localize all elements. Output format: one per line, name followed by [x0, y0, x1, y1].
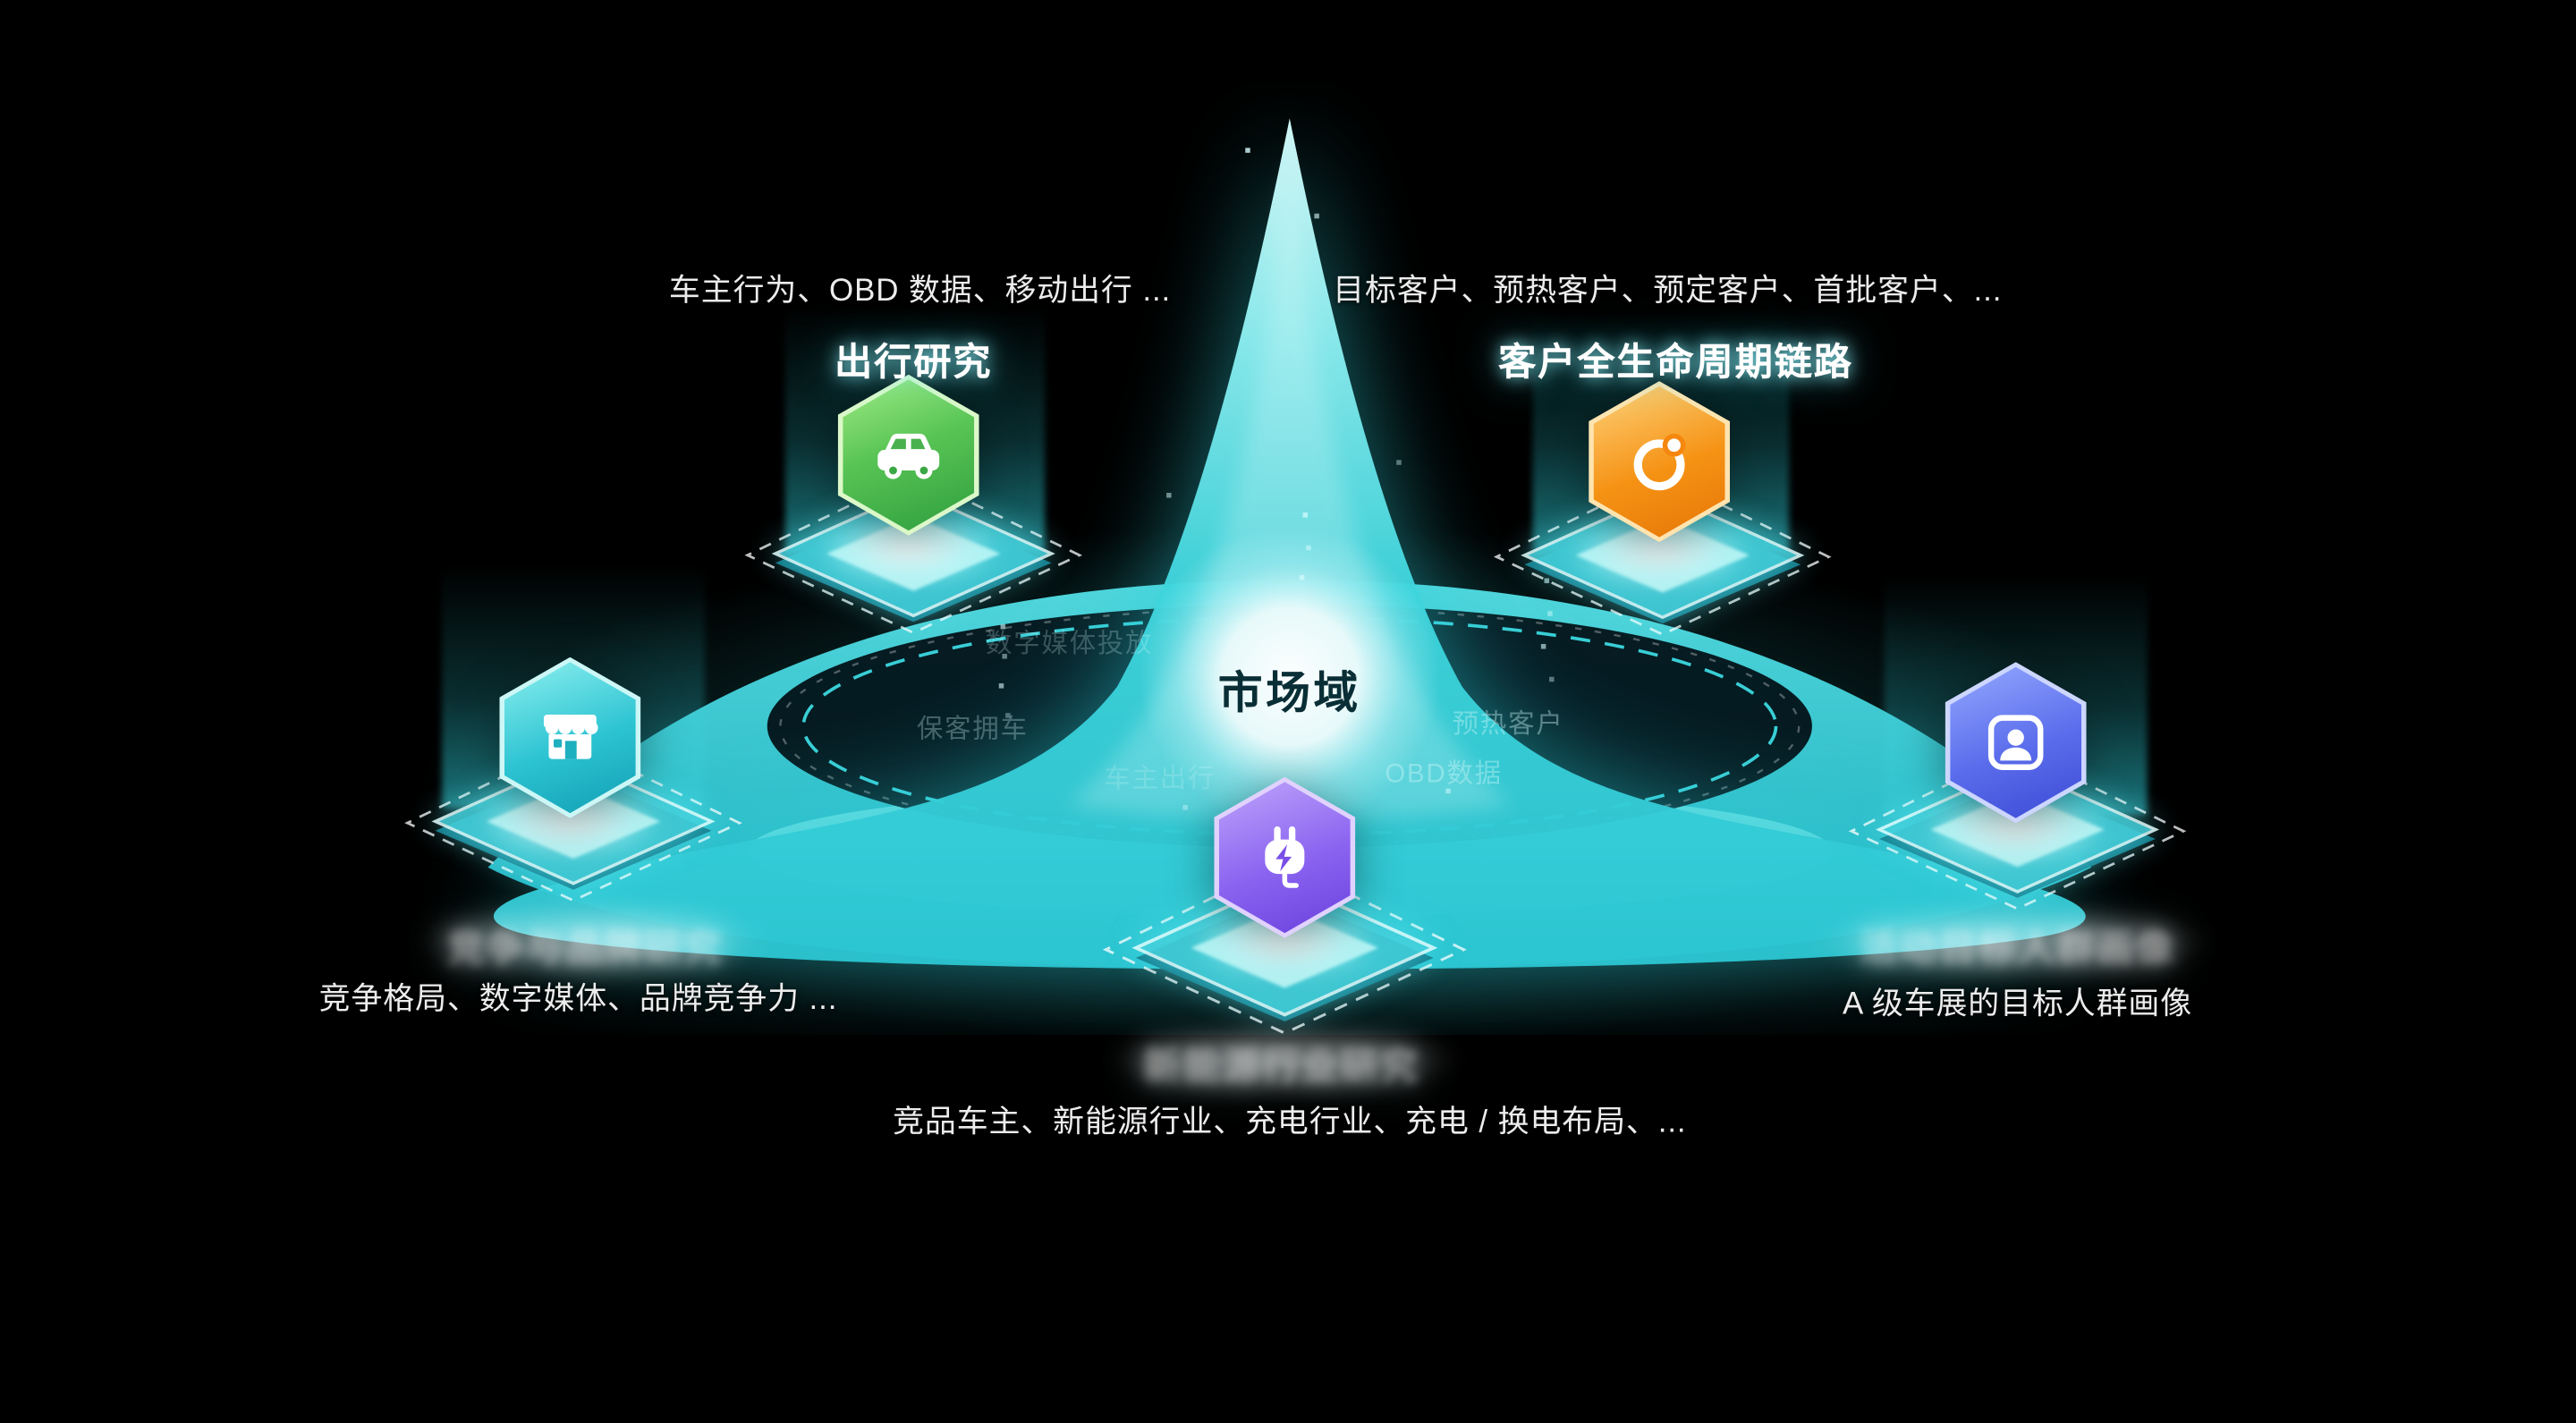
glow-smear — [411, 900, 773, 979]
charging-hexagon — [1214, 776, 1356, 938]
floating-label: OBD数据 — [1385, 760, 1504, 789]
audience-hexagon — [1945, 662, 2087, 824]
particles — [998, 148, 1555, 810]
node-subtitle-competition: 竞争格局、数字媒体、品牌竞争力 ... — [318, 982, 838, 1017]
glow-smear — [1807, 903, 2218, 979]
car-icon — [877, 433, 940, 479]
market-domain-shape — [419, 118, 2161, 1036]
center-glow — [1138, 525, 1441, 828]
node-title-audience: 活动目标人群画像 — [1860, 926, 2175, 970]
node-subtitle-mobility: 车主行为、OBD 数据、移动出行 ... — [668, 274, 1172, 309]
floating-label: 保客拥车 — [916, 716, 1029, 745]
node-title-lifecycle: 客户全生命周期链路 — [1498, 340, 1853, 383]
node-title-competition: 竞争与品牌研究 — [446, 926, 724, 970]
node-title-mobility: 出行研究 — [835, 340, 993, 383]
storefront-icon — [543, 714, 598, 759]
floating-label: 预热客户 — [1452, 711, 1564, 740]
node-subtitle-audience: A 级车展的目标人群画像 — [1842, 987, 2193, 1022]
competition-hexagon — [499, 656, 641, 818]
node-subtitle-new-energy: 竞品车主、新能源行业、充电行业、充电 / 换电布局、... — [893, 1105, 1687, 1140]
orbit-icon — [1633, 433, 1686, 491]
charging-icon — [1265, 826, 1305, 888]
floating-label: 车主出行 — [1104, 765, 1216, 794]
node-subtitle-lifecycle: 目标客户、预热客户、预定客户、首批客户、... — [1333, 274, 2003, 309]
lifecycle-hexagon — [1589, 381, 1731, 543]
floating-label: 数字媒体投放 — [986, 631, 1154, 659]
node-title-new-energy: 新能源行业研究 — [1143, 1045, 1419, 1088]
mobility-hexagon — [837, 374, 979, 536]
glow-smear — [1104, 1021, 1466, 1097]
center-label: 市场域 — [1217, 668, 1361, 718]
id-card-icon — [1987, 715, 2044, 770]
